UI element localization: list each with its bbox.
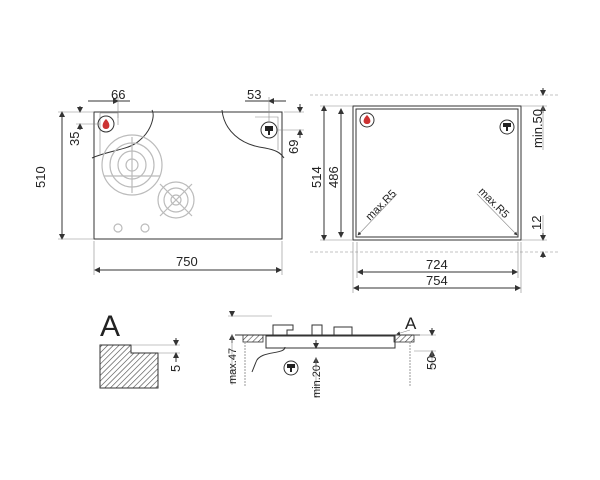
flame-icon: [359, 112, 375, 128]
dim-width: 750: [176, 254, 198, 269]
label-radius-right: max.R5: [476, 186, 511, 221]
hob-top-view: 66 35 510 750 53 69: [33, 87, 304, 275]
dim-height: max.47: [227, 348, 239, 384]
dim-outer-width: 754: [426, 273, 448, 288]
detail-a-title: A: [100, 310, 120, 343]
dim-below-clearance: min.20: [311, 365, 323, 398]
plug-icon: [499, 119, 515, 135]
large-burner-icon: [101, 134, 163, 196]
detail-a: A 5: [99, 310, 183, 389]
dim-gas-offset-x: 66: [111, 87, 125, 102]
hob-outline: [93, 111, 283, 240]
dim-depth: 510: [33, 166, 48, 188]
knob-icon: [140, 223, 150, 233]
dim-plug-offset-y: 69: [286, 140, 301, 154]
dim-clearance-back: min.50: [530, 109, 545, 148]
detail-marker: A: [405, 314, 417, 333]
cutout-view: max.R5 max.R5 514 486 724 754 min.50 12: [309, 88, 560, 293]
dim-inner-width: 724: [426, 257, 448, 272]
plug-icon: [283, 360, 299, 376]
plug-icon: [260, 121, 278, 139]
small-burner-icon: [157, 181, 195, 219]
dim-clearance-front: 12: [529, 216, 544, 230]
dim-worktop-thickness: 50: [424, 356, 439, 370]
dim-plug-offset-x: 53: [247, 87, 261, 102]
label-radius-left: max.R5: [364, 188, 399, 223]
dim-gas-offset-y: 35: [67, 132, 82, 146]
dim-outer-depth: 514: [309, 166, 324, 188]
knob-icon: [113, 223, 123, 233]
flame-icon: [97, 115, 115, 133]
dim-step: 5: [168, 365, 183, 372]
dim-inner-depth: 486: [326, 166, 341, 188]
section-view: max.47 min.20 50 A: [227, 311, 439, 398]
